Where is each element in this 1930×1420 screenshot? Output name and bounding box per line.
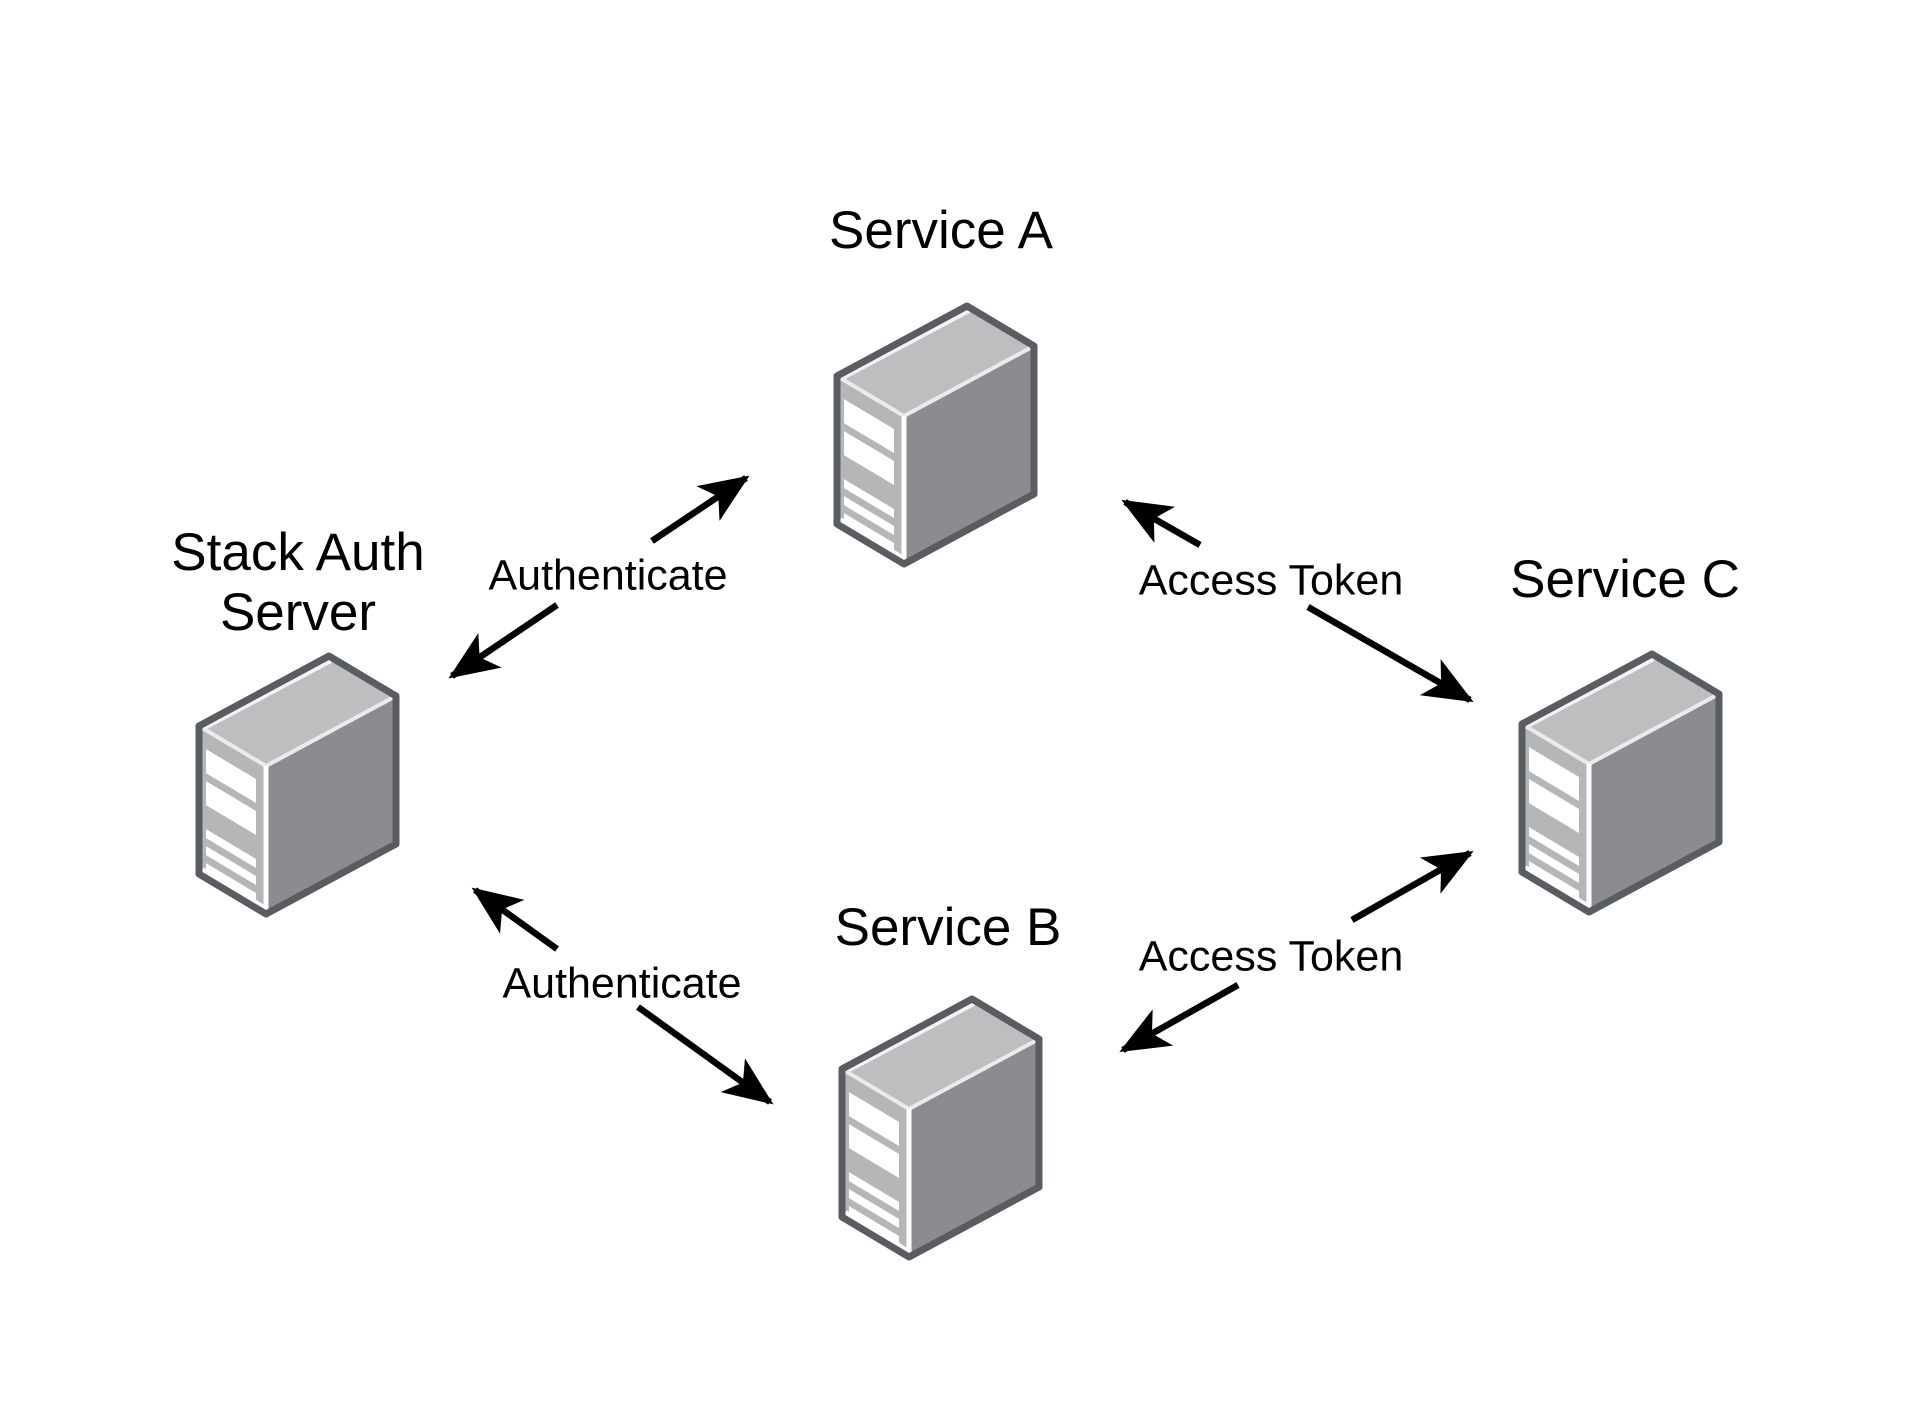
edge-label-authenticate-bottom: Authenticate	[502, 959, 742, 1008]
edge-label-authenticate-top: Authenticate	[488, 551, 728, 600]
server-icon-service-c	[1522, 654, 1719, 912]
server-icon-service-b	[842, 999, 1039, 1257]
edge-line	[650, 475, 750, 544]
edge-access-token-a-c	[1121, 499, 1474, 703]
node-label-service-a: Service A	[829, 201, 1053, 261]
edge-authenticate-service-b	[471, 887, 774, 1105]
node-label-service-c: Service C	[1510, 550, 1740, 610]
node-label-stack-auth-server: Stack Auth Server	[171, 523, 425, 642]
edge-line	[471, 887, 559, 952]
edge-line	[1121, 499, 1202, 548]
edge-label-access-token-bottom: Access Token	[1138, 932, 1404, 981]
edge-line	[1306, 604, 1474, 703]
edge-access-token-b-c	[1119, 850, 1474, 1053]
edge-line	[636, 1004, 774, 1105]
edge-line	[1350, 850, 1474, 923]
edge-authenticate-service-a	[448, 475, 750, 679]
edge-line	[448, 602, 559, 679]
edge-label-access-token-top: Access Token	[1138, 556, 1404, 605]
server-icon-service-a	[837, 306, 1034, 564]
edge-line	[1119, 982, 1240, 1053]
server-icon-stack-auth	[199, 656, 396, 914]
node-label-service-b: Service B	[834, 898, 1062, 958]
